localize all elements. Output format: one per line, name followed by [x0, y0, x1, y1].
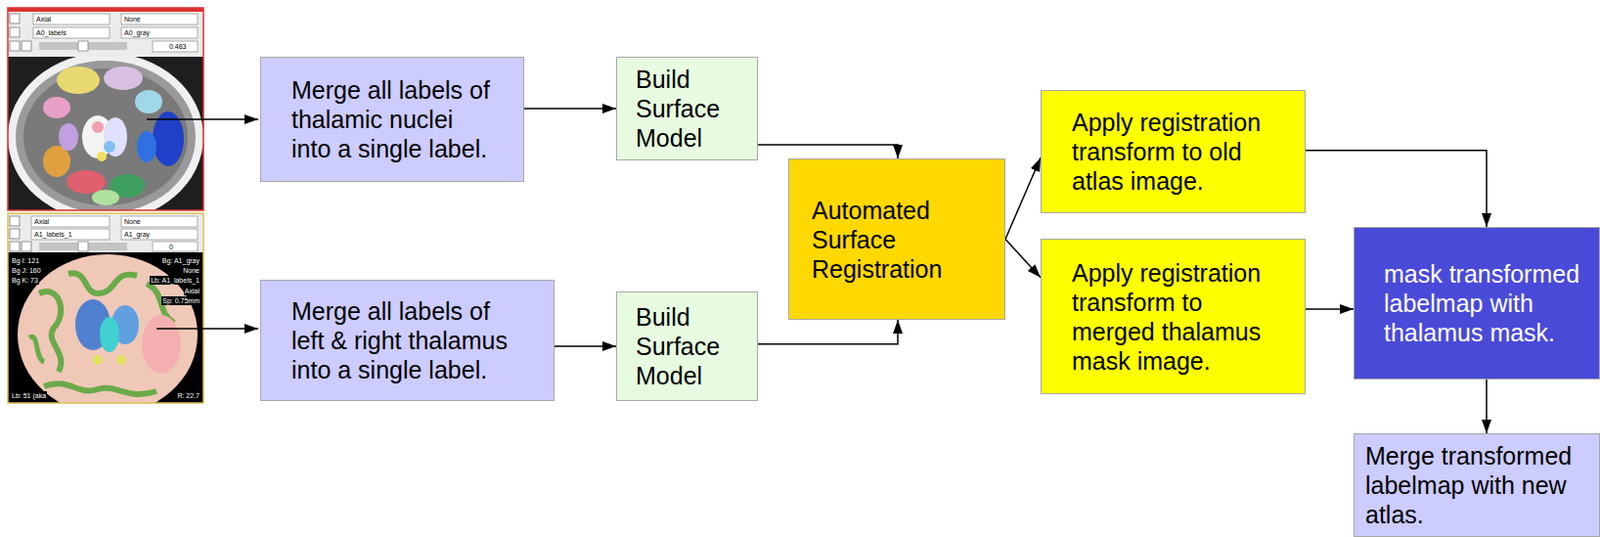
box-text: mask transformed labelmap with thalamus … [1383, 259, 1580, 348]
text-column: Merge all labels of thalamic nuclei into… [291, 75, 490, 164]
overlay-text: Bg K: 73 [10, 275, 40, 285]
process-box: Apply registration transform to merged t… [1040, 238, 1306, 395]
ui-text: Axial [35, 14, 52, 24]
box-text: Merge all labels of thalamic nuclei into… [291, 75, 490, 164]
box-text: Merge all labels of left & right thalamu… [291, 296, 508, 385]
process-box: Merge all labels of thalamic nuclei into… [260, 56, 525, 182]
text-column: Merge transformed labelmap with new atla… [1365, 441, 1572, 530]
overlay-text: Sp: 0.75mm [161, 296, 201, 306]
ui-text: None [123, 217, 142, 226]
process-box: mask transformed labelmap with thalamus … [1353, 226, 1600, 380]
overlay-text: Bg I: 121 [10, 256, 41, 266]
ui-text: None [123, 14, 142, 24]
overlay-text: Bg J: 160 [10, 266, 43, 275]
ui-text: 0.483 [168, 42, 188, 51]
text-column: mask transformed labelmap with thalamus … [1383, 259, 1580, 348]
arrow-connector [554, 345, 617, 348]
ui-text: A1_labels_1 [33, 229, 74, 239]
process-box: Apply registration transform to old atla… [1040, 89, 1306, 214]
arrow-connector [1005, 157, 1041, 239]
arrow-connector [1485, 379, 1488, 434]
text-column: Merge all labels of left & right thalamu… [291, 296, 508, 385]
screenshot-top [7, 7, 204, 222]
overlay-text: Lb: 51 (aka [10, 391, 47, 400]
screenshot-bottom [7, 213, 204, 415]
overlay-text: Axial [183, 286, 201, 296]
ui-text: A1_gray [123, 229, 151, 239]
arrow-connector [757, 144, 898, 159]
box-text: Apply registration transform to old atla… [1071, 107, 1261, 196]
process-box: Merge all labels of left & right thalamu… [260, 279, 555, 401]
box-text: Apply registration transform to merged t… [1071, 258, 1261, 376]
ui-text: 0 [168, 242, 175, 252]
overlay-text: R: 22.7 [176, 391, 201, 400]
arrow-connector [757, 319, 898, 345]
overlay-text: Bg: A1_gray [161, 256, 201, 266]
arrow-connector [1005, 239, 1041, 278]
ui-text: A0_labels [35, 28, 68, 38]
leader-arrow [156, 327, 259, 330]
text-column: Automated Surface Registration [811, 195, 942, 284]
box-text: Build Surface Model [635, 302, 720, 391]
text-column: Apply registration transform to merged t… [1071, 258, 1261, 376]
overlay-text: Lb: A1_labels_1 [149, 275, 201, 285]
process-box: Build Surface Model [616, 291, 758, 401]
overlay-text: None [181, 266, 201, 275]
box-text: Merge transformed labelmap with new atla… [1365, 441, 1572, 530]
box-text: Build Surface Model [635, 64, 720, 153]
leader-arrow [146, 118, 259, 121]
arrow-connector [1305, 150, 1487, 227]
text-column: Apply registration transform to old atla… [1071, 107, 1261, 196]
ui-text: Axial [33, 217, 50, 226]
process-box: Build Surface Model [616, 56, 758, 161]
arrow-connector [524, 107, 617, 110]
text-column: Build Surface Model [635, 64, 720, 153]
process-box: Automated Surface Registration [788, 158, 1006, 320]
process-box: Merge transformed labelmap with new atla… [1353, 433, 1600, 537]
arrow-connector [1305, 308, 1354, 311]
box-text: Automated Surface Registration [811, 195, 942, 284]
ui-text: A0_gray [123, 28, 151, 38]
text-column: Build Surface Model [635, 302, 720, 391]
